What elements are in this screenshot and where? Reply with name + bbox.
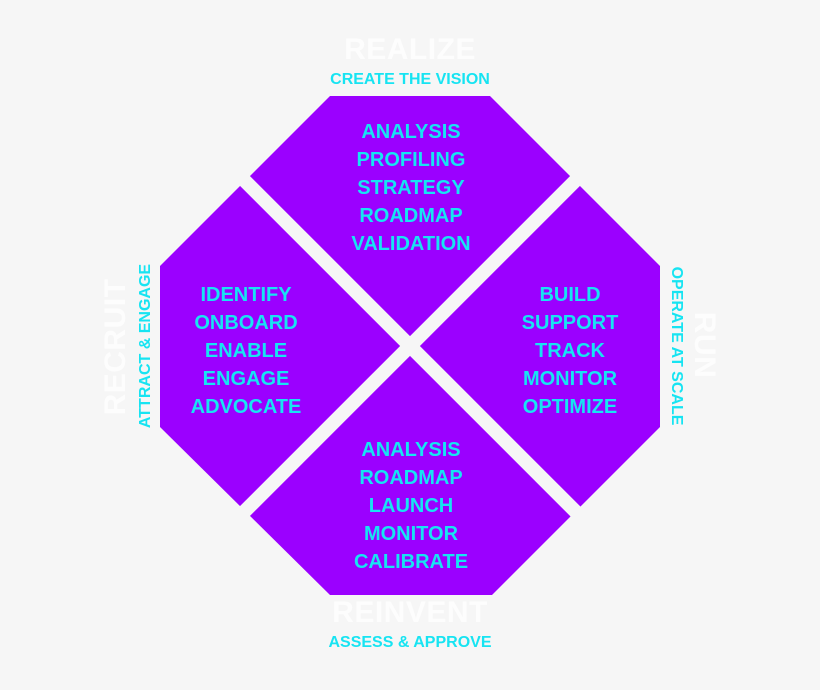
list-item: ROADMAP	[359, 467, 463, 489]
list-item: SUPPORT	[521, 312, 619, 334]
list-item: VALIDATION	[351, 233, 471, 255]
list-item: ANALYSIS	[361, 439, 461, 461]
list-item: ENGAGE	[202, 368, 290, 390]
list-item: ANALYSIS	[361, 121, 461, 143]
phase-subtitle-reinvent: ASSESS & APPROVE	[328, 634, 492, 651]
list-item: BUILD	[539, 284, 601, 306]
divider-band-2	[145, 79, 677, 611]
list-item: CALIBRATE	[353, 551, 469, 573]
list-item: MONITOR	[363, 523, 459, 545]
phase-subtitle-realize: CREATE THE VISION	[330, 71, 490, 88]
segment-reinvent-list: ANALYSIS ROADMAP LAUNCH MONITOR CALIBRAT…	[311, 436, 511, 576]
list-item: IDENTIFY	[200, 284, 292, 306]
list-item: LAUNCH	[368, 495, 454, 517]
list-item: ROADMAP	[359, 205, 463, 227]
list-item: ENABLE	[204, 340, 288, 362]
segment-recruit-list: IDENTIFY ONBOARD ENABLE ENGAGE ADVOCATE	[146, 281, 346, 421]
phase-title-realize: REALIZE	[344, 33, 476, 66]
segment-run-list: BUILD SUPPORT TRACK MONITOR OPTIMIZE	[470, 281, 670, 421]
list-item: TRACK	[535, 340, 605, 362]
list-item: ADVOCATE	[190, 396, 302, 418]
segment-realize-list: ANALYSIS PROFILING STRATEGY ROADMAP VALI…	[311, 118, 511, 258]
phase-title-reinvent: REINVENT	[332, 596, 488, 629]
list-item: STRATEGY	[357, 177, 465, 199]
list-item: ONBOARD	[194, 312, 298, 334]
phase-title-recruit: RECRUIT	[99, 278, 132, 416]
list-item: MONITOR	[522, 368, 618, 390]
phase-title-run: RUN	[688, 311, 721, 379]
list-item: OPTIMIZE	[522, 396, 618, 418]
list-item: PROFILING	[356, 149, 466, 171]
